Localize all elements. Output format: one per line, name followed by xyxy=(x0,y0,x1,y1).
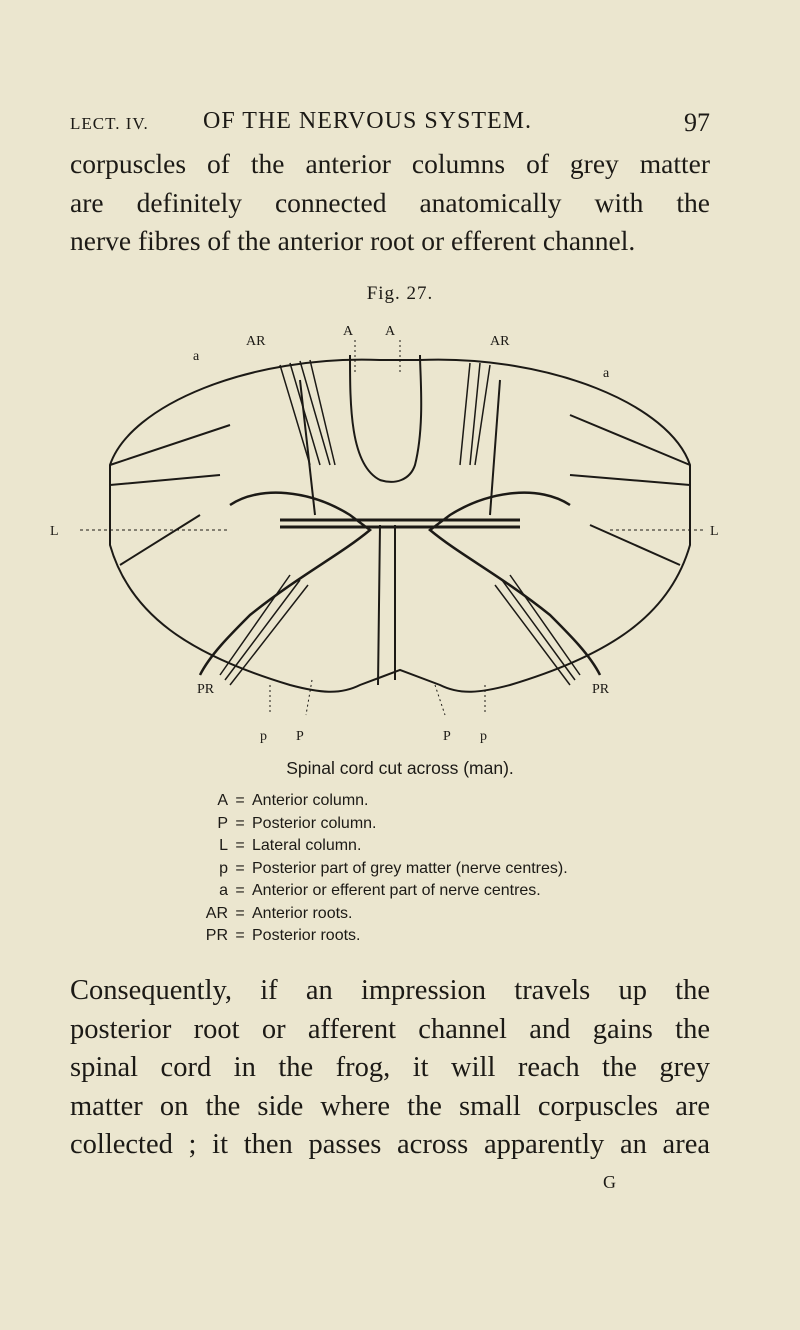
legend-key: A xyxy=(217,792,228,809)
anterior-fissure xyxy=(349,354,423,483)
legend-desc: Posterior roots. xyxy=(252,927,361,944)
radial-lines xyxy=(109,379,691,566)
mark-AR-left: AR xyxy=(246,334,266,349)
legend-row: L = Lateral column. xyxy=(180,835,700,858)
running-header: LECT. IV. OF THE NERVOUS SYSTEM. 97 xyxy=(70,108,710,142)
spinal-cord-cross-section-illustration: A A AR AR a a L L PR PR p P P p xyxy=(50,324,719,744)
legend-desc: Posterior column. xyxy=(252,814,377,832)
text-line: corpuscles of the anterior columns of gr… xyxy=(70,148,710,179)
legend-key: L xyxy=(219,837,228,854)
mark-PR-left: PR xyxy=(197,682,215,697)
legend-row: AR = Anterior roots. xyxy=(180,903,700,926)
paragraph-bottom: Consequently, if an impression travels u… xyxy=(70,972,710,1165)
grey-matter-left xyxy=(198,491,373,676)
figure-caption: Spinal cord cut across (man). xyxy=(286,758,514,778)
posterior-root-left xyxy=(219,574,309,686)
legend-equals: = xyxy=(235,837,245,854)
legend-key: p xyxy=(219,859,228,877)
legend-row: p = Posterior part of grey matter (nerve c… xyxy=(180,858,700,881)
legend-equals: = xyxy=(235,904,245,922)
legend-equals: = xyxy=(235,882,245,899)
running-title: OF THE NERVOUS SYSTEM. xyxy=(203,108,533,134)
signature-mark: G xyxy=(603,1172,616,1192)
mark-p-left: p xyxy=(260,729,267,744)
mark-a-left: a xyxy=(193,349,200,364)
lecture-label: LECT. IV. xyxy=(70,114,149,133)
paragraph-top: corpuscles of the anterior columns of gr… xyxy=(70,145,710,261)
mark-a-right: a xyxy=(603,366,610,381)
posterior-root-right xyxy=(494,574,581,686)
legend-equals: = xyxy=(235,792,245,809)
legend-equals: = xyxy=(235,814,245,832)
text-line: nerve fibres of the anterior root or eff… xyxy=(70,225,636,256)
spinal-cord-figure: A A AR AR a a L L PR PR p P P p xyxy=(50,315,750,755)
anterior-root-left xyxy=(279,359,336,466)
mark-P-right: P xyxy=(443,729,451,744)
mark-AR-right: AR xyxy=(490,334,510,349)
text-line: spinal cord in the frog, it will reach t… xyxy=(70,1052,710,1083)
legend-key: P xyxy=(217,814,228,832)
text-line: posterior root or afferent channel and g… xyxy=(70,1013,710,1045)
legend-key: PR xyxy=(205,927,228,944)
grey-matter-right xyxy=(427,491,602,676)
legend-key: a xyxy=(219,882,228,899)
leader-A xyxy=(354,340,401,375)
page-number: 97 xyxy=(684,108,710,137)
mark-p-right: p xyxy=(480,729,487,744)
legend-desc: Lateral column. xyxy=(252,837,362,854)
mark-P-left: P xyxy=(296,729,304,744)
commissure xyxy=(280,518,520,529)
leader-p xyxy=(269,679,486,716)
text-line: Consequently, if an impression travels u… xyxy=(70,975,710,1006)
figure-label: Fig. 27. xyxy=(366,283,434,304)
legend-desc: Anterior or efferent part of nerve centr… xyxy=(252,882,541,899)
mark-A-right: A xyxy=(385,324,396,339)
legend-key: AR xyxy=(205,904,228,922)
figure-legend: A = Anterior column. P = Posterior column. L… xyxy=(180,790,700,948)
text-line: collected ; it then passes across appare… xyxy=(70,1129,710,1160)
cord-outline xyxy=(109,358,691,693)
legend-row: PR = Posterior roots. xyxy=(180,925,700,948)
text-line: are definitely connected anatomically wi… xyxy=(70,186,710,218)
legend-equals: = xyxy=(235,859,245,877)
anterior-root-right xyxy=(459,362,491,466)
mark-L-right: L xyxy=(710,524,719,539)
legend-desc: Anterior roots. xyxy=(252,904,353,922)
text-line: matter on the side where the small corpu… xyxy=(70,1090,710,1122)
mark-A-left: A xyxy=(343,324,354,339)
mark-L-left: L xyxy=(50,524,59,539)
mark-PR-right: PR xyxy=(592,682,610,697)
legend-equals: = xyxy=(235,927,245,944)
posterior-septum xyxy=(377,524,396,686)
legend-row: P = Posterior column. xyxy=(180,813,700,836)
legend-row: A = Anterior column. xyxy=(180,790,700,813)
legend-desc: Anterior column. xyxy=(252,792,369,809)
legend-row: a = Anterior or efferent part of nerve cen… xyxy=(180,880,700,903)
legend-desc: Posterior part of grey matter (nerve cen… xyxy=(252,859,568,877)
